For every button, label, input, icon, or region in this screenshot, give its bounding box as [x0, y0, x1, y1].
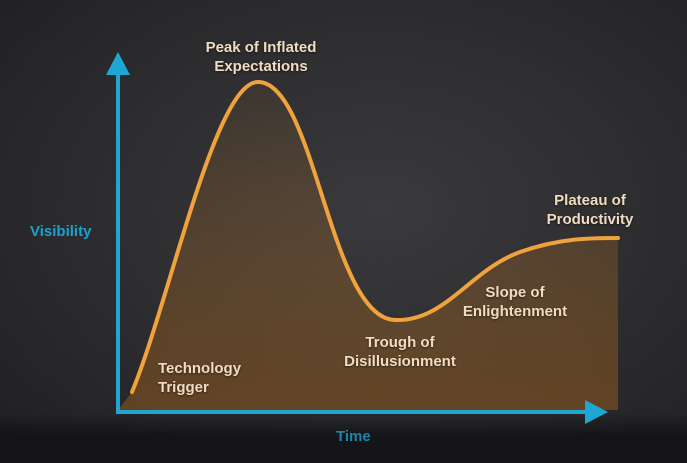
hype-curve [130, 79, 620, 394]
y-axis-arrow-icon [106, 52, 130, 75]
x-axis-label: Time [336, 428, 371, 445]
label-trough-of-disillusionment: Trough of Disillusionment [344, 334, 456, 370]
label-slope-of-enlightenment: Slope of Enlightenment [462, 284, 568, 320]
x-axis-arrow-icon [585, 400, 608, 424]
label-technology-trigger: Technology Trigger [158, 360, 242, 396]
y-axis-label: Visibility [30, 223, 92, 240]
label-peak-of-inflated-expectations: Peak of Inflated Expectations [205, 39, 317, 75]
curve-fill-area [118, 82, 618, 410]
bottom-bar [0, 413, 687, 463]
label-plateau-of-productivity: Plateau of Productivity [546, 192, 634, 228]
